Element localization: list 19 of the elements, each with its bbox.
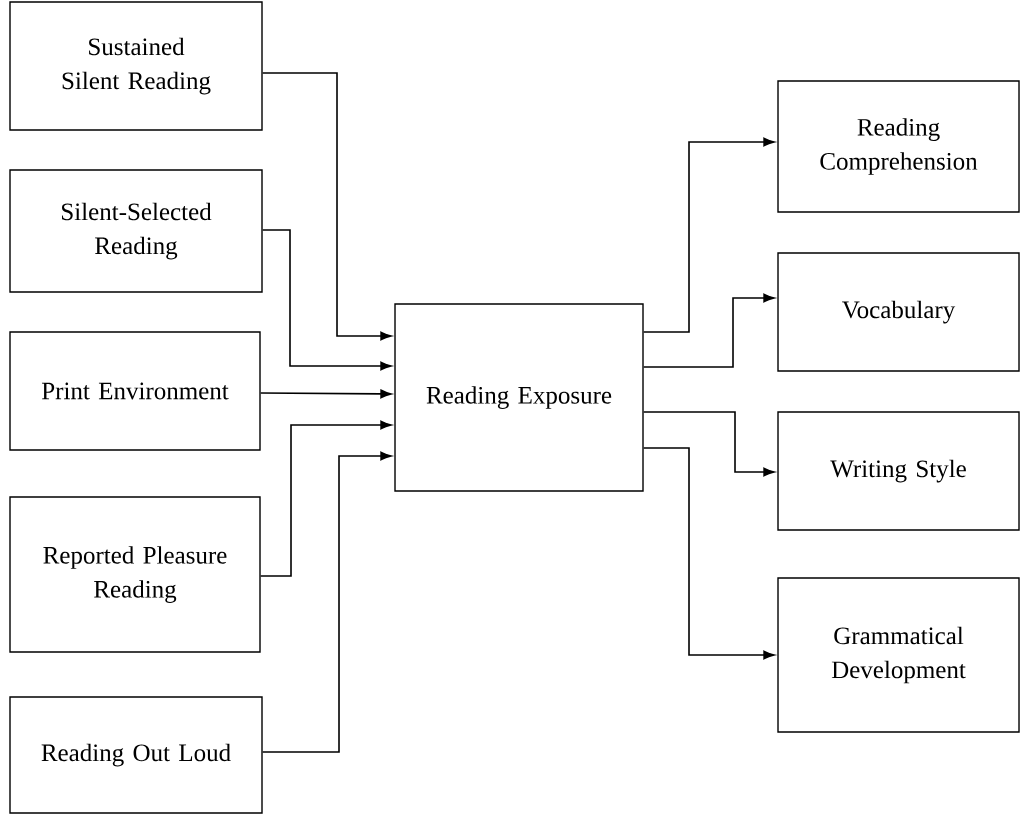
arrow [642, 411, 775, 477]
arrow [261, 72, 392, 341]
process-box: Grammatical Development [777, 577, 1020, 733]
arrow [642, 447, 775, 660]
process-box: Vocabulary [777, 252, 1020, 372]
process-box: Reported Pleasure Reading [9, 496, 261, 653]
process-box: Silent-Selected Reading [9, 169, 263, 293]
process-box: Reading Out Loud [9, 696, 263, 814]
process-box: Print Environment [9, 331, 261, 451]
arrow [642, 293, 775, 368]
arrow [259, 420, 392, 577]
arrow [642, 137, 775, 333]
process-box: Reading Comprehension [777, 80, 1020, 213]
arrow [261, 229, 392, 371]
arrow [261, 451, 392, 753]
process-box: Sustained Silent Reading [9, 1, 263, 131]
process-box: Writing Style [777, 411, 1020, 531]
arrow [259, 389, 392, 399]
process-box: Reading Exposure [394, 303, 644, 492]
